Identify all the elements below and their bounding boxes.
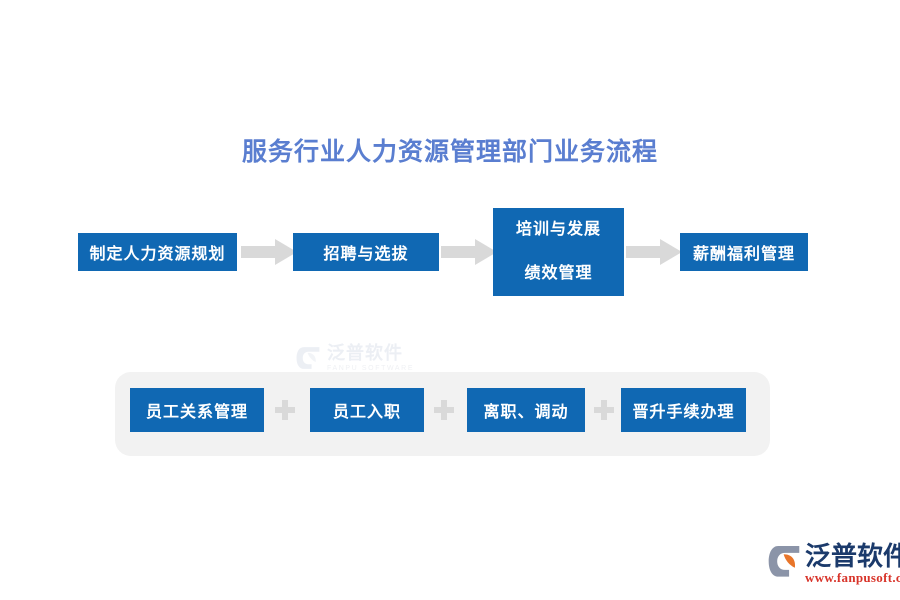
sub-process-exit-transfer[interactable]: 离职、调动 <box>467 388 585 432</box>
flow-step-recruit-label: 招聘与选拔 <box>323 246 409 263</box>
watermark-texts: 泛普软件 FANPU SOFTWARE <box>327 344 414 372</box>
flow-step-planning-label: 制定人力资源规划 <box>89 246 226 263</box>
page-title: 服务行业人力资源管理部门业务流程 <box>241 138 658 166</box>
brand-logo-texts: 泛普软件 www.fanpusoft.com <box>805 543 900 584</box>
sub-process-employee-relations-label: 员工关系管理 <box>145 404 248 421</box>
brand-name: 泛普软件 <box>805 541 900 571</box>
flow-step-compensation-label: 薪酬福利管理 <box>692 246 795 263</box>
flow-step-training[interactable]: 培训与发展 绩效管理 <box>493 208 624 296</box>
flow-step-recruit[interactable]: 招聘与选拔 <box>293 233 439 271</box>
sub-process-promotion[interactable]: 晋升手续办理 <box>621 388 746 432</box>
sub-process-promotion-label: 晋升手续办理 <box>632 404 735 421</box>
flow-step-planning[interactable]: 制定人力资源规划 <box>78 233 237 271</box>
plus-separator-icon-1 <box>275 400 295 420</box>
sub-process-exit-transfer-label: 离职、调动 <box>483 404 569 421</box>
flow-arrow-1 <box>241 239 297 265</box>
arrow-shaft <box>626 246 662 258</box>
arrow-head-icon <box>275 239 297 265</box>
fanpu-logo-icon <box>768 546 800 577</box>
watermark-name-en: FANPU SOFTWARE <box>327 365 415 372</box>
plus-separator-icon-3 <box>594 400 614 420</box>
brand-url: www.fanpusoft.com <box>805 570 900 585</box>
flow-step-training-label-2: 绩效管理 <box>524 265 593 282</box>
arrow-head-icon <box>660 239 682 265</box>
center-watermark: 泛普软件 FANPU SOFTWARE <box>296 344 414 372</box>
flow-step-training-label-1: 培训与发展 <box>515 221 601 238</box>
flow-step-compensation[interactable]: 薪酬福利管理 <box>680 233 808 271</box>
watermark-name-cn: 泛普软件 <box>327 343 403 363</box>
plus-separator-icon-2 <box>434 400 454 420</box>
flow-arrow-3 <box>626 239 682 265</box>
flow-arrow-2 <box>441 239 497 265</box>
arrow-shaft <box>441 246 477 258</box>
fanpu-logo-icon <box>296 347 320 369</box>
sub-process-onboarding-label: 员工入职 <box>332 404 401 421</box>
sub-process-employee-relations[interactable]: 员工关系管理 <box>130 388 264 432</box>
brand-logo: 泛普软件 www.fanpusoft.com <box>768 543 900 584</box>
arrow-head-icon <box>475 239 497 265</box>
sub-process-onboarding[interactable]: 员工入职 <box>310 388 424 432</box>
arrow-shaft <box>241 246 277 258</box>
